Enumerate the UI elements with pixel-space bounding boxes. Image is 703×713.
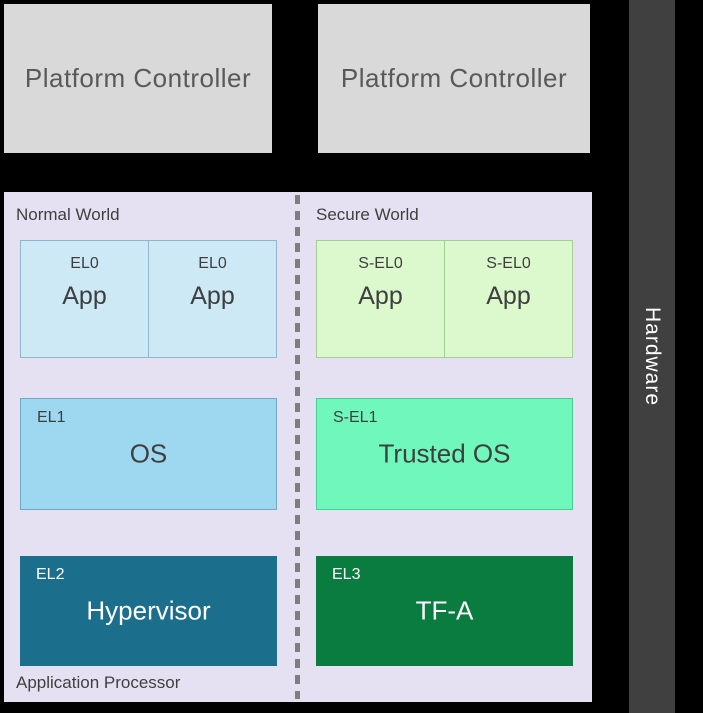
platform-controller-left-label: Platform Controller <box>24 63 252 93</box>
el2-hypervisor-box: EL2 Hypervisor <box>20 556 277 666</box>
sel0-app-label: App <box>486 282 531 310</box>
application-processor-label: Application Processor <box>16 673 181 692</box>
platform-controller-left: Platform Controller <box>4 4 272 153</box>
tfa-label: TF-A <box>415 595 474 626</box>
secure-el0-app-box-1: S-EL0 App <box>316 240 445 358</box>
el0-app-label: App <box>62 282 107 310</box>
os-label: OS <box>129 438 168 469</box>
el0-level-label: EL0 <box>198 255 227 272</box>
el3-level-label: EL3 <box>332 566 361 583</box>
sel1-trusted-os-box: S-EL1 Trusted OS <box>316 398 573 510</box>
normal-el0-row: EL0 App EL0 App <box>20 240 277 358</box>
sel0-level-label: S-EL0 <box>486 255 531 272</box>
el2-level-label: EL2 <box>36 566 65 583</box>
world-divider-dashed-line <box>295 195 300 699</box>
hypervisor-label: Hypervisor <box>86 595 211 626</box>
hardware-label: Hardware <box>641 306 664 407</box>
platform-controller-right: Platform Controller <box>318 4 590 153</box>
el0-level-label: EL0 <box>70 255 99 272</box>
el1-os-box: EL1 OS <box>20 398 277 510</box>
trusted-os-label: Trusted OS <box>378 438 511 469</box>
el3-tfa-box: EL3 TF-A <box>316 556 573 666</box>
hardware-bar: Hardware <box>629 0 675 713</box>
normal-el0-app-box-2: EL0 App <box>148 240 277 358</box>
el0-app-label: App <box>190 282 235 310</box>
sel0-app-label: App <box>358 282 403 310</box>
sel0-level-label: S-EL0 <box>358 255 403 272</box>
secure-el0-app-box-2: S-EL0 App <box>444 240 573 358</box>
secure-el0-row: S-EL0 App S-EL0 App <box>316 240 573 358</box>
el1-level-label: EL1 <box>37 409 66 426</box>
normal-el0-app-box-1: EL0 App <box>20 240 149 358</box>
application-processor-box: Normal World Secure World EL0 App EL0 Ap… <box>4 192 592 702</box>
normal-world-label: Normal World <box>16 205 120 224</box>
sel1-level-label: S-EL1 <box>333 409 378 426</box>
platform-controller-right-label: Platform Controller <box>340 63 568 93</box>
secure-world-label: Secure World <box>316 205 419 224</box>
